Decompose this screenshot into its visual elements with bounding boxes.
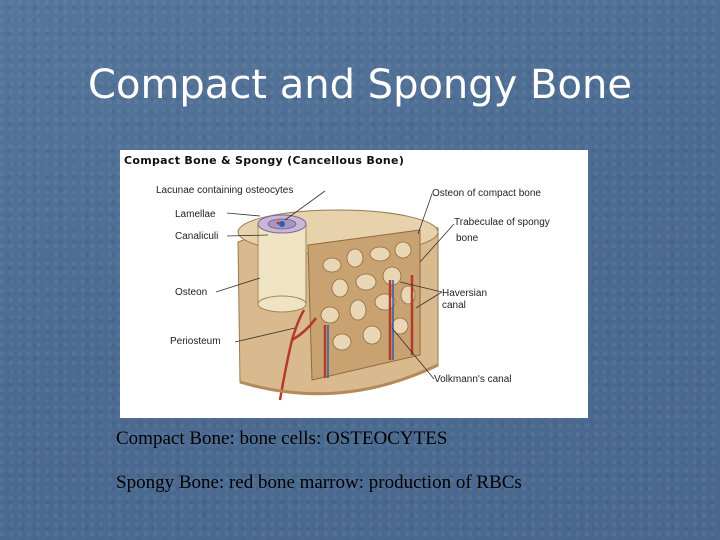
label-periosteum: Periosteum [170,336,221,347]
label-osteon: Osteon [175,287,208,298]
diagram-title: Compact Bone & Spongy (Cancellous Bone) [124,154,405,167]
label-trabeculae-2: bone [456,233,479,244]
bone-diagram: Compact Bone & Spongy (Cancellous Bone) [120,150,588,418]
caption-compact-bone: Compact Bone: bone cells: OSTEOCYTES [116,428,448,449]
label-haversian-1: Haversian [442,288,488,299]
label-lacunae: Lacunae containing osteocytes [156,185,294,196]
slide-title: Compact and Spongy Bone [88,62,632,108]
label-trabeculae-1: Trabeculae of spongy [454,217,550,228]
label-osteon-compact: Osteon of compact bone [432,188,541,199]
bone-illustration [215,190,455,401]
caption-spongy-bone: Spongy Bone: red bone marrow: production… [116,472,522,493]
label-lamellae: Lamellae [175,209,216,220]
label-volkmann: Volkmann's canal [434,374,512,385]
label-haversian-2: canal [442,300,466,311]
label-canaliculi: Canaliculi [175,231,219,242]
